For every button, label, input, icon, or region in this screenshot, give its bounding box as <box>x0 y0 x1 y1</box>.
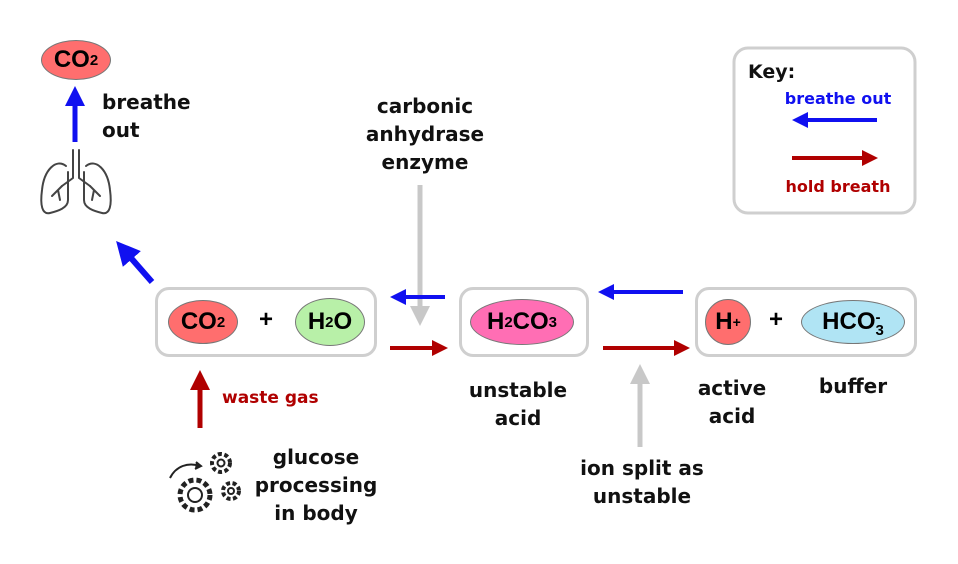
key-box <box>732 46 917 215</box>
glucose-label: glucose processing in body <box>251 443 381 527</box>
to-lungs-arrow <box>116 240 155 284</box>
formula-text: H <box>486 308 505 335</box>
key-hold-breath: hold breath <box>785 177 891 196</box>
subscript: 3 <box>548 313 558 331</box>
ion-split-label: ion split as unstable <box>572 454 712 510</box>
gears-icon <box>169 452 241 513</box>
superscript: - <box>875 309 881 326</box>
label-line: active <box>697 376 767 400</box>
key-breathe-out: breathe out <box>784 89 892 108</box>
breathe-out-label: breathe out <box>102 88 191 144</box>
subscript: 3 <box>875 322 884 339</box>
label-line: breathe <box>102 90 191 114</box>
label-line: acid <box>494 406 542 430</box>
bicarbonate-ion: HCO-3 <box>801 300 905 344</box>
label-line: in body <box>274 501 358 525</box>
key-title: Key: <box>748 61 796 83</box>
formula-text: CO <box>53 46 90 73</box>
plus-sign: + <box>259 306 274 333</box>
superscript: + <box>732 314 741 330</box>
subscript: 2 <box>325 313 334 331</box>
formula-text: H <box>715 308 733 335</box>
label-line: ion split as <box>580 456 704 480</box>
unstable-acid-label: unstable acid <box>458 376 578 432</box>
active-acid-label: active acid <box>682 374 782 430</box>
formula-text: O <box>333 308 353 335</box>
buffer-label: buffer <box>818 374 888 398</box>
waste-gas-label: waste gas <box>222 388 319 408</box>
subscript: 2 <box>89 51 99 69</box>
plus-sign: + <box>769 306 784 333</box>
hydrogen-ion: H+ <box>705 299 751 345</box>
subscript: 2 <box>216 313 226 331</box>
lungs-icon <box>40 149 112 215</box>
label-line: unstable <box>592 484 692 508</box>
formula-text: CO <box>180 308 217 335</box>
label-line: out <box>102 118 140 142</box>
enzyme-label: carbonic anhydrase enzyme <box>360 92 490 176</box>
label-line: acid <box>708 404 756 428</box>
formula-text: H <box>307 308 326 335</box>
subscript: 2 <box>504 313 513 331</box>
label-line: glucose <box>272 445 360 469</box>
label-line: carbonic <box>376 94 474 118</box>
formula-text: HCO <box>822 308 876 335</box>
label-line: unstable <box>468 378 568 402</box>
formula-text: CO <box>512 308 549 335</box>
label-line: processing <box>254 473 378 497</box>
label-line: enzyme <box>381 150 469 174</box>
label-line: anhydrase <box>365 122 485 146</box>
